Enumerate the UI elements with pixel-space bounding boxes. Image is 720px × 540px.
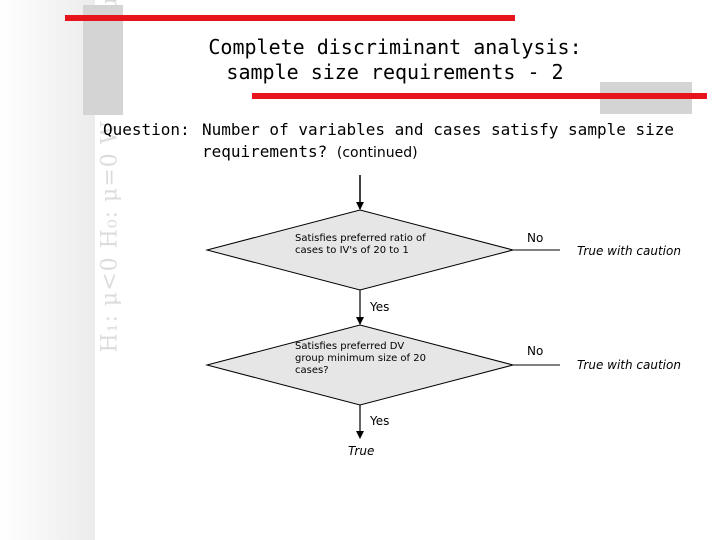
decorative-red-bar-top xyxy=(65,15,515,21)
decision-1-text: Satisfies preferred ratio of cases to IV… xyxy=(295,233,426,256)
decision-1-no-outcome: True with caution xyxy=(577,244,681,258)
question-text-line1: Number of variables and cases satisfy sa… xyxy=(202,120,675,139)
decision-1-no-label: No xyxy=(527,231,544,245)
decision-2-no-label: No xyxy=(527,344,544,358)
decorative-grey-block-top xyxy=(83,5,123,115)
question-continued: (continued) xyxy=(336,145,418,161)
question-text-line2-main: requirements? xyxy=(202,142,328,161)
decision-1-yes-label: Yes xyxy=(370,300,390,314)
decorative-red-bar-middle xyxy=(252,93,707,99)
decision-2-text: Satisfies preferred DV group minimum siz… xyxy=(295,341,426,376)
slide-title: Complete discriminant analysis: sample s… xyxy=(208,35,582,84)
question-label: Question: xyxy=(103,120,190,139)
decision-2-yes-label: Yes xyxy=(370,414,390,428)
left-decorative-strip xyxy=(0,0,95,540)
final-outcome: True xyxy=(348,444,375,458)
decision-2-no-outcome: True with caution xyxy=(577,358,681,372)
question-text-line2: requirements? (continued) xyxy=(202,142,418,161)
